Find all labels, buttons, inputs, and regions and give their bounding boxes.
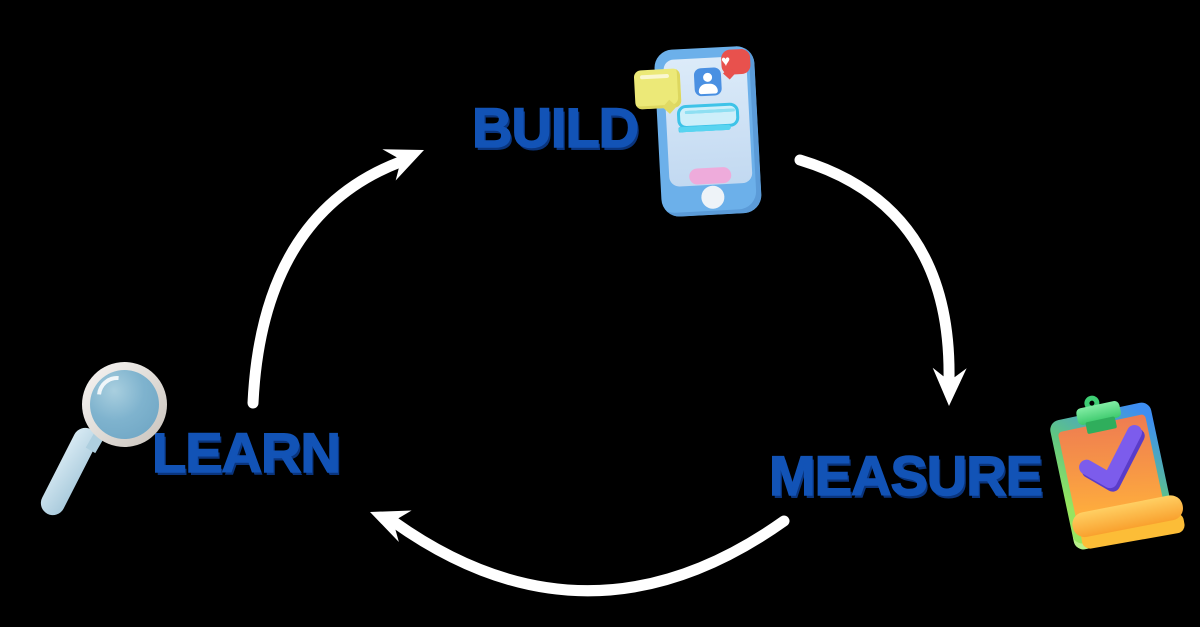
magnifying-glass-icon — [25, 340, 195, 540]
avatar-torso — [698, 83, 718, 95]
chat-line — [639, 73, 669, 80]
heart-glyph: ♥ — [720, 52, 731, 71]
avatar-head — [702, 72, 713, 83]
heart-notification-icon: ♥ — [720, 48, 751, 80]
clipboard-rotated-group — [1048, 394, 1186, 552]
step-label-build: BUILD — [471, 96, 640, 159]
chat-bubble-icon — [633, 68, 682, 114]
profile-avatar-icon — [693, 67, 723, 97]
clipboard-checklist-icon — [1030, 375, 1200, 575]
smartphone-app-icon: ♥ — [633, 37, 777, 230]
step-label-measure: MEASURE — [768, 444, 1044, 507]
checkmark-icon — [1079, 424, 1145, 492]
arrow-build-to-measure — [794, 154, 967, 406]
step-label-learn: LEARN — [151, 421, 341, 484]
arrow-learn-to-build — [247, 149, 424, 409]
pink-action-button — [688, 166, 732, 185]
magnifier-lens — [90, 370, 159, 439]
message-line — [684, 108, 726, 115]
arrow-measure-to-learn — [370, 510, 790, 597]
